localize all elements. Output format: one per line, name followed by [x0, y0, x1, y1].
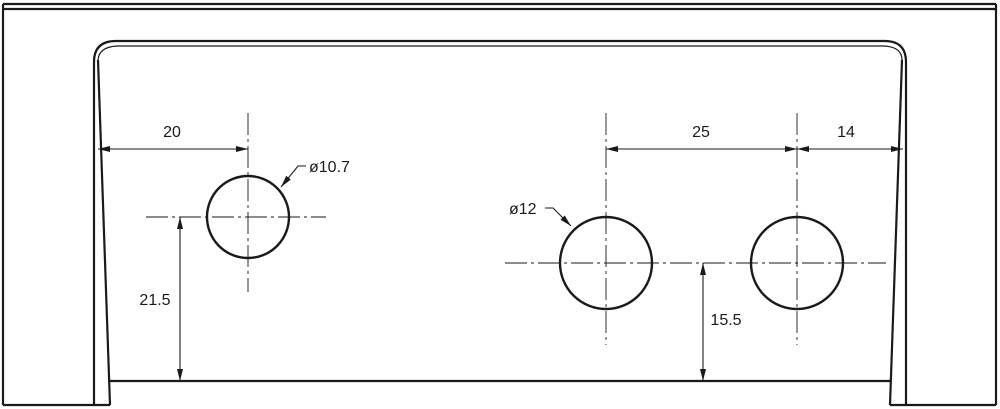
- centerlines: [146, 113, 886, 345]
- dim-left-edge-to-hole1: 20: [163, 124, 181, 141]
- panel-outline: [92, 39, 908, 406]
- dim-holes-height: 15.5: [710, 312, 741, 329]
- hole-1: [205, 174, 291, 260]
- dim-hole2-diameter: ø12: [509, 201, 537, 218]
- dim-hole-spacing: 25: [692, 124, 710, 141]
- dim-hole1-diameter: ø10.7: [309, 159, 350, 176]
- dimension-labels: 20 ø10.7 21.5 ø12 25 14 15.5: [139, 124, 855, 329]
- hole-3: [749, 215, 845, 311]
- dimension-lines: [98, 146, 903, 381]
- hole-2: [558, 215, 654, 311]
- dim-hole1-height: 21.5: [139, 292, 170, 309]
- holes: [205, 174, 845, 311]
- dim-hole3-to-right-edge: 14: [837, 124, 855, 141]
